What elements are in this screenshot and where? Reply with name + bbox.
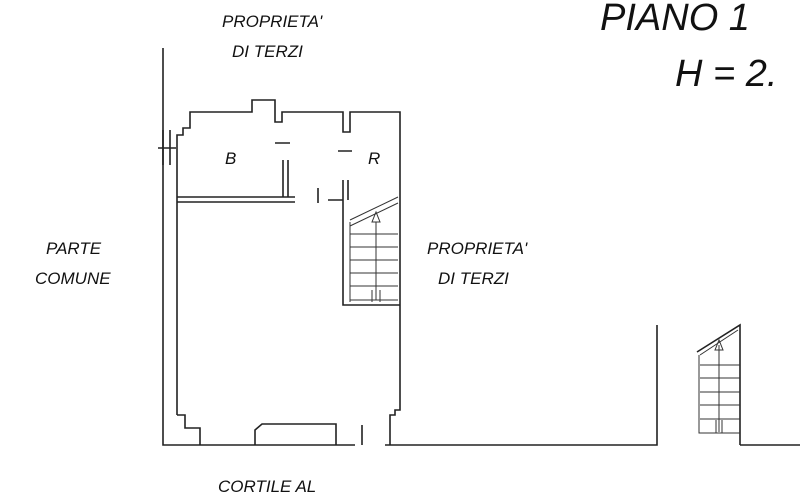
right-neighbor-label-1: PROPRIETA' <box>427 239 528 258</box>
left-area-label-2: COMUNE <box>35 269 111 288</box>
walls <box>158 48 800 446</box>
left-area-label-1: PARTE <box>46 239 102 258</box>
top-neighbor-label-2: DI TERZI <box>232 42 303 61</box>
floor-title: PIANO 1 <box>600 0 750 39</box>
bottom-area-label: CORTILE AL <box>218 477 316 494</box>
top-neighbor-label-1: PROPRIETA' <box>222 12 323 31</box>
room-r-label: R <box>368 149 380 168</box>
right-neighbor-label-2: DI TERZI <box>438 269 509 288</box>
room-b-label: B <box>225 149 236 168</box>
staircase-main <box>349 196 399 302</box>
height-label: H = 2. <box>675 53 777 95</box>
staircase-secondary <box>696 323 741 445</box>
